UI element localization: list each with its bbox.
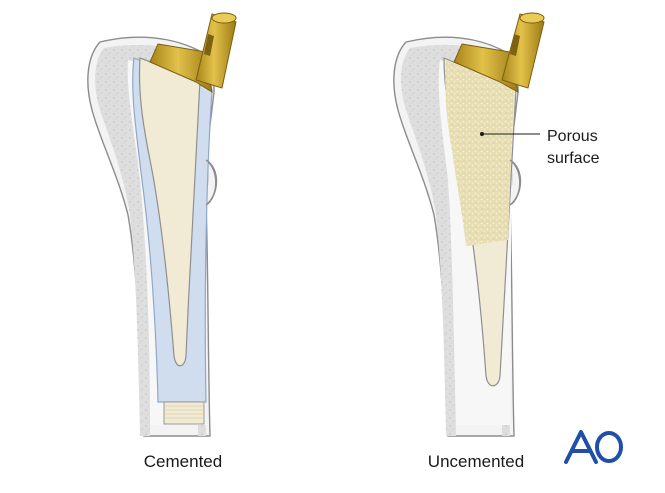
- left-lesser-trochanter: [205, 159, 218, 206]
- uncemented-implant-illustration: [393, 12, 545, 437]
- right-trunnion: [501, 13, 545, 89]
- porous-label-line1: Porous: [547, 128, 598, 145]
- cemented-implant-illustration: [87, 12, 237, 437]
- right-trunnion-slot: [510, 34, 520, 56]
- right-trunnion-top: [519, 12, 545, 24]
- porous-callout-dot: [480, 132, 484, 136]
- cement-restrictor-plug: [163, 401, 205, 425]
- ao-logo-o: [595, 431, 623, 463]
- ao-logo: [564, 430, 623, 464]
- left-trunnion-top: [211, 12, 237, 24]
- left-femoral-stem: [138, 57, 201, 367]
- plug-ridges: [164, 405, 204, 419]
- porous-surface-label: Porous surface: [547, 126, 599, 170]
- ao-logo-a: [564, 430, 598, 464]
- right-lesser-trochanter: [509, 159, 522, 206]
- caption-uncemented: Uncemented: [427, 452, 525, 471]
- porous-surface: [445, 60, 514, 246]
- caption-cemented: Cemented: [143, 452, 223, 471]
- left-trunnion-slot: [204, 34, 214, 56]
- porous-label-line2: surface: [547, 150, 600, 167]
